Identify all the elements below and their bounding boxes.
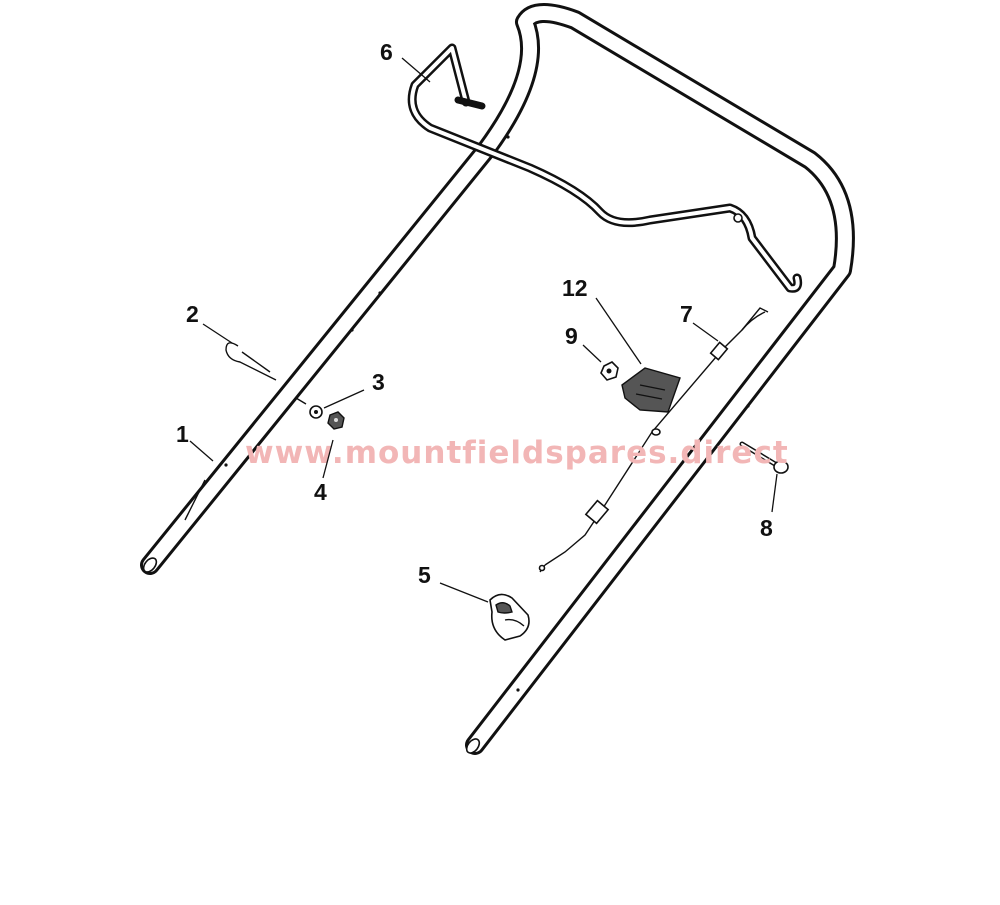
callout-6: 6 (380, 39, 393, 65)
callout-12: 12 (562, 275, 588, 301)
cable-tie (489, 593, 530, 641)
callout-9: 9 (565, 323, 578, 349)
callout-8: 8 (760, 515, 773, 541)
bolt (739, 441, 789, 474)
washer (295, 397, 323, 419)
callout-5: 5 (418, 562, 431, 588)
callout-7: 7 (680, 301, 693, 327)
control-cable (538, 307, 769, 573)
nut (600, 361, 619, 381)
callout-4: 4 (314, 479, 327, 505)
callout-numbers: 1 2 3 4 5 6 7 8 9 12 (176, 39, 773, 588)
callout-1: 1 (176, 421, 189, 447)
callout-2: 2 (186, 301, 199, 327)
control-bail-bar (407, 43, 803, 293)
lock-nut (327, 411, 345, 430)
handle-frame (140, 3, 855, 755)
cable-clip (621, 367, 681, 413)
hitch-pin (225, 342, 277, 381)
callout-leaders (189, 57, 778, 603)
callout-3: 3 (372, 369, 385, 395)
watermark-text: www.mountfieldspares.direct (245, 435, 789, 471)
